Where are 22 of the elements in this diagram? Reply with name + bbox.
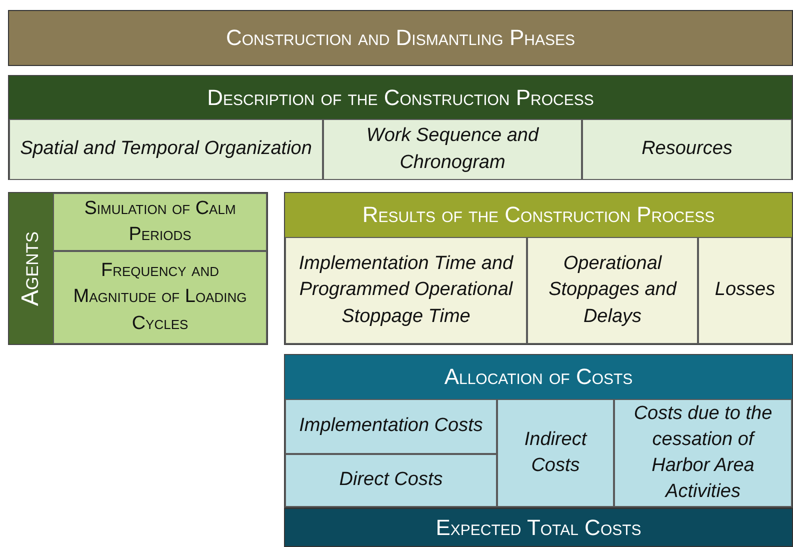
category-cell: Resources [582,119,792,180]
title-banner: Construction and Dismantling Phases [8,10,793,66]
category-cell: Work Sequence and Chronogram [323,119,582,180]
category-cell: Costs due to the cessation of Harbor Area Activities [614,399,792,507]
section-panel [284,354,793,508]
category-cell: Implementation Time and Programmed Operational Stoppage Time [285,237,527,344]
category-cell: Operational Stoppages and Delays [527,237,698,344]
section-heading: Agents [9,193,53,344]
section-heading: Results of the Construction Process [285,193,792,237]
category-cell: Frequency and Magnitude of Loading Cycles [53,251,267,344]
category-cell: Direct Costs [285,454,497,507]
category-cell: Losses [698,237,792,344]
section-heading: Description of the Construction Process [9,76,792,119]
category-cell: Simulation of Calm Periods [53,193,267,251]
category-cell: Implementation Costs [285,399,497,454]
section-panel [8,75,793,180]
section-panel [284,192,793,345]
title-banner: Expected Total Costs [284,508,793,547]
section-panel [8,192,268,345]
category-cell: Indirect Costs [497,399,614,507]
category-cell: Spatial and Temporal Organization [9,119,323,180]
section-heading: Allocation of Costs [285,355,792,399]
